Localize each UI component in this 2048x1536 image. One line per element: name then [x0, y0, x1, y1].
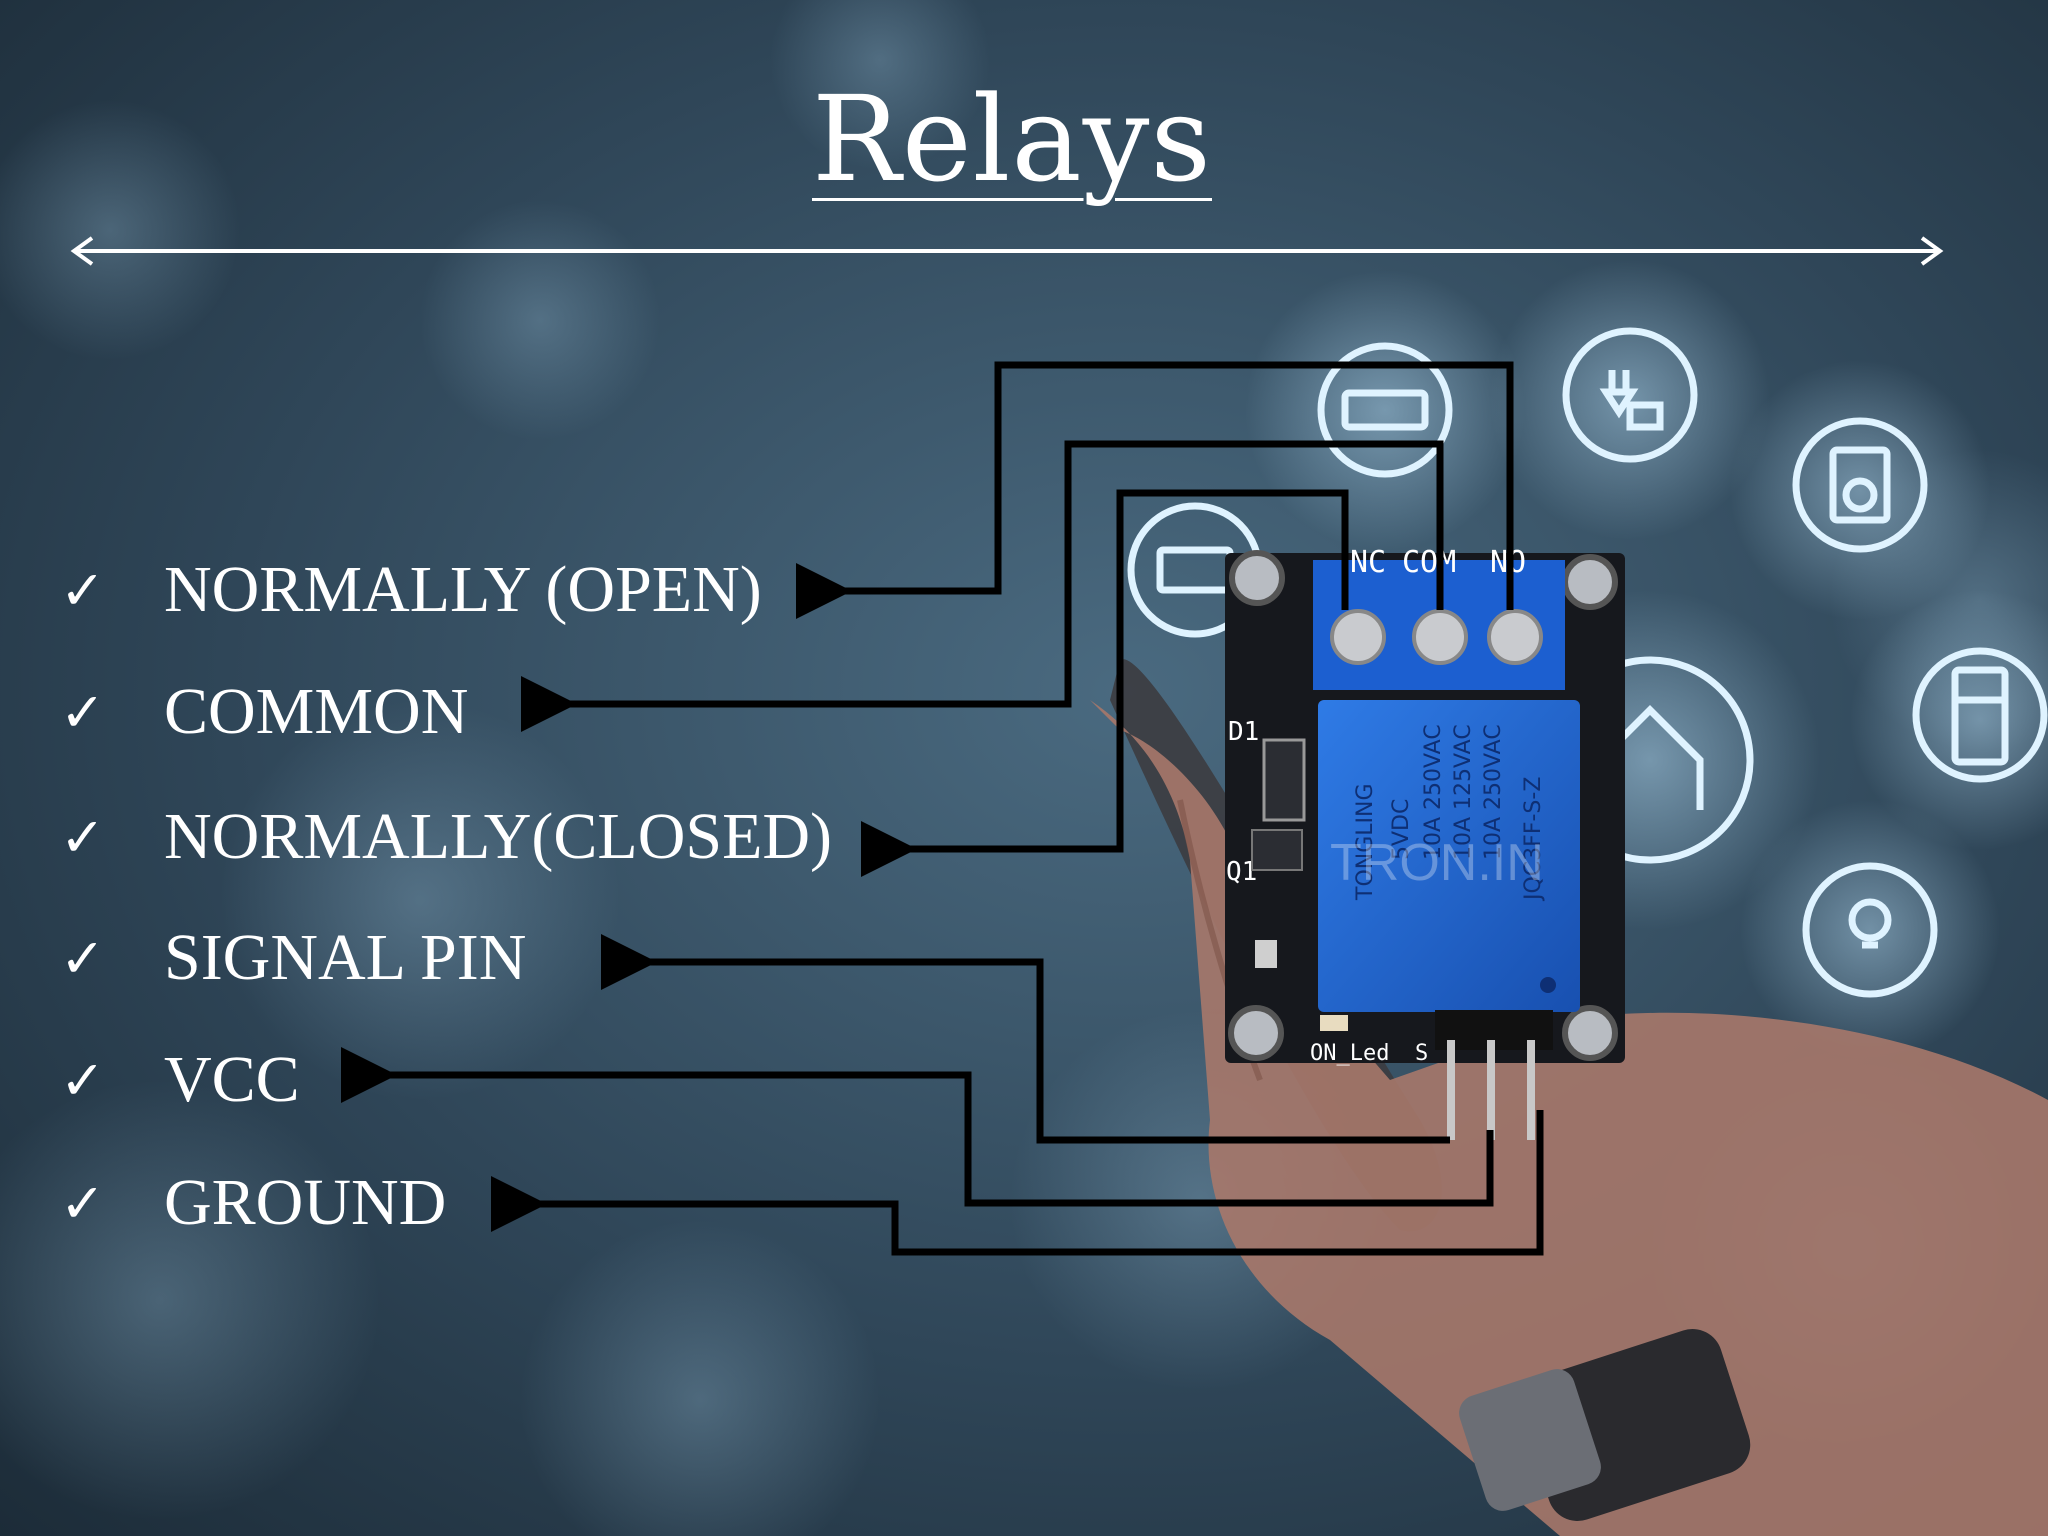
- lightbulb-icon: [1802, 862, 1938, 998]
- relay-text-brand: TONGLING: [1353, 783, 1378, 901]
- check-icon: ✓: [60, 926, 106, 990]
- pin-label: NORMALLY (OPEN): [164, 553, 762, 626]
- tv-icon: [1317, 342, 1453, 478]
- connector-ground: [491, 1110, 1544, 1256]
- mount-hole: [1562, 1005, 1618, 1061]
- connector-lines: [341, 361, 1544, 1256]
- relay-text-model: JQC3FF-S-Z: [1521, 777, 1546, 902]
- pin-label: VCC: [164, 1043, 300, 1116]
- diode: [1262, 738, 1306, 822]
- header-pin-ground: [1527, 1040, 1535, 1140]
- connector-normally-open: [796, 361, 1514, 619]
- check-icon: ✓: [60, 680, 106, 744]
- pin-label: COMMON: [164, 675, 469, 748]
- relay-text-rating-1: 10A 250VAC: [1421, 724, 1446, 860]
- pin-item-common: ✓ COMMON: [60, 667, 468, 757]
- terminal-screw-no: [1487, 609, 1543, 665]
- mount-hole: [1562, 554, 1618, 610]
- label-d1: D1: [1228, 717, 1259, 747]
- mount-hole: [1229, 550, 1285, 606]
- pin-label: NORMALLY(CLOSED): [164, 800, 833, 873]
- check-icon: ✓: [60, 558, 106, 622]
- relay-text-rating-2: 10A 125VAC: [1451, 724, 1476, 860]
- relay-text-voltage: 5VDC: [1389, 799, 1414, 860]
- pin-item-signal-pin: ✓ SIGNAL PIN: [60, 913, 526, 1003]
- transistor: [1251, 829, 1303, 871]
- pin-label: SIGNAL PIN: [164, 921, 527, 994]
- check-icon: ✓: [60, 1048, 106, 1112]
- check-icon: ✓: [60, 805, 106, 869]
- label-s: S: [1415, 1041, 1428, 1066]
- connector-signal-pin: [601, 934, 1450, 1144]
- washing-machine-icon: [1792, 417, 1928, 553]
- slide-title: Relays: [812, 70, 1212, 208]
- pin-item-normally-closed: ✓ NORMALLY(CLOSED): [60, 792, 832, 882]
- connector-normally-closed: [861, 489, 1349, 877]
- header-pin-vcc: [1487, 1040, 1495, 1140]
- relay-text-rating-3: 10A 250VAC: [1481, 724, 1506, 860]
- pin-item-normally-open: ✓ NORMALLY (OPEN): [60, 545, 762, 635]
- label-on-led: ON_Led: [1310, 1041, 1389, 1066]
- relay-module: NC COM NO TONGLING 5VDC 10A 250VAC 10A 1…: [1225, 545, 1625, 1140]
- pin-item-vcc: ✓ VCC: [60, 1035, 300, 1125]
- terminal-label-com: COM: [1402, 545, 1456, 580]
- terminal-label-nc: NC: [1350, 545, 1386, 580]
- relay-watermark: TRON.IN: [1330, 834, 1544, 892]
- mount-hole: [1228, 1005, 1284, 1061]
- pin-label: GROUND: [164, 1166, 447, 1239]
- title-divider-arrow: [70, 236, 1944, 266]
- plug-icon: [1562, 327, 1698, 463]
- check-icon: ✓: [60, 1171, 106, 1235]
- fridge-icon: [1912, 647, 2048, 783]
- pin-item-ground: ✓ GROUND: [60, 1158, 446, 1248]
- terminal-screw-com: [1412, 609, 1468, 665]
- header-pin-signal: [1447, 1040, 1455, 1140]
- connector-vcc: [341, 1047, 1494, 1207]
- terminal-screw-nc: [1330, 609, 1386, 665]
- connector-common: [521, 440, 1444, 732]
- relay-body: [1318, 700, 1580, 1012]
